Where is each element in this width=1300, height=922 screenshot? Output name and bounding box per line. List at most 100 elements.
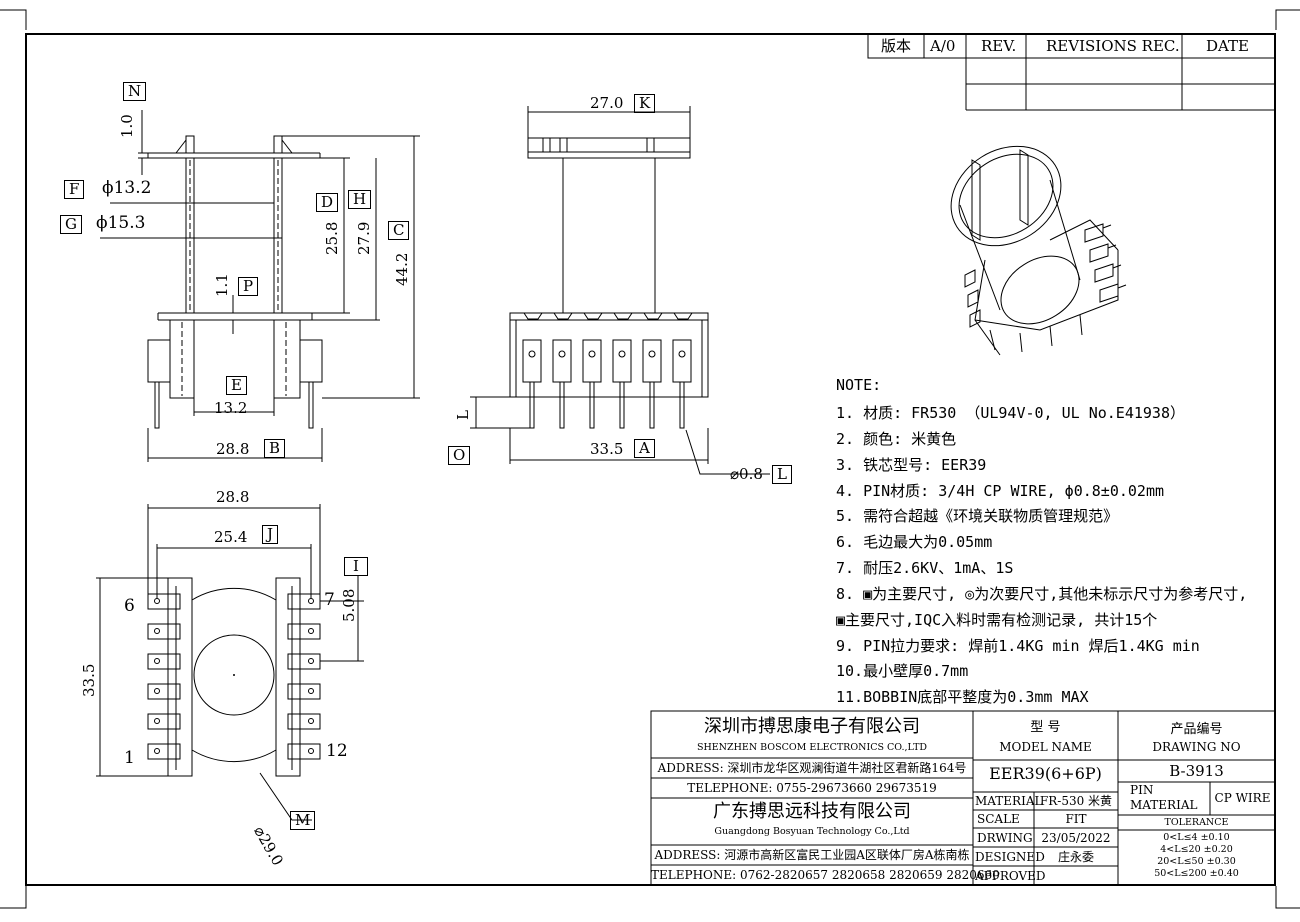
dim-label-o: O <box>448 446 471 465</box>
company1-telephone: TELEPHONE: 0755-29673660 29673519 <box>687 781 937 795</box>
dim-label-l-pin: L <box>454 410 472 420</box>
dim-label-b: B <box>264 439 286 458</box>
bottom-view-dimensions <box>96 504 364 821</box>
note-4: 4. PIN材质: 3/4H CP WIRE, ϕ0.8±0.02mm <box>836 482 1165 500</box>
material-label: MATERIAL <box>975 794 1043 808</box>
side-view <box>509 137 709 429</box>
isometric-view <box>950 145 1127 356</box>
note-10: 10.最小壁厚0.7mm <box>836 662 969 680</box>
dim-value-f: ϕ13.2 <box>102 178 152 198</box>
corner-mark-tr <box>1275 9 1300 30</box>
dim-value-j: 25.4 <box>214 528 248 546</box>
pin-label-7: 7 <box>324 590 335 610</box>
dim-value-i: 5.08 <box>340 588 358 622</box>
company1-name-en: SHENZHEN BOSCOM ELECTRONICS CO.,LTD <box>696 742 928 753</box>
corner-mark-br <box>1275 886 1300 909</box>
dim-label-a: A <box>634 439 655 458</box>
note-2: 2. 颜色: 米黄色 <box>836 430 957 448</box>
approved-label: APPROVED <box>975 869 1046 883</box>
version-label: 版本 <box>881 37 912 55</box>
company2-address: ADDRESS: 河源市高新区富民工业园A区联体厂房A栋南栋 <box>654 848 970 862</box>
drawing-value: B-3913 <box>1169 762 1224 780</box>
scale-value: FIT <box>1065 812 1087 826</box>
dim-label-i: I <box>344 557 368 576</box>
pin-material-label-line1: PIN <box>1130 783 1154 797</box>
dim-value-c: 44.2 <box>393 252 411 286</box>
dim-value-ld: ⌀0.8 <box>730 465 763 483</box>
company1-address: ADDRESS: 深圳市龙华区观澜街道牛湖社区君新路164号 <box>657 761 967 775</box>
company2-telephone: TELEPHONE: 0762-2820657 2820658 2820659 … <box>651 868 1000 882</box>
version-value: A/0 <box>930 37 956 55</box>
dim-label-m: M <box>290 811 316 830</box>
drwing-label: DRWING <box>977 831 1033 845</box>
note-7: 7. 耐压2.6KV、1mA、1S <box>836 559 1014 577</box>
note-5: 5. 需符合超越《环境关联物质管理规范》 <box>836 507 1119 525</box>
dim-value-top: 28.8 <box>216 488 250 506</box>
model-label-en: MODEL NAME <box>999 740 1092 754</box>
notes-header: NOTE: <box>836 376 882 394</box>
bottom-view-pins <box>147 593 321 760</box>
tolerance-label: TOLERANCE <box>1164 817 1229 828</box>
drwing-value: 23/05/2022 <box>1041 831 1111 845</box>
tolerance-row-2: 4<L≤20 ±0.20 <box>1160 844 1233 855</box>
model-value: EER39(6+6P) <box>989 764 1102 783</box>
company1-name-cn: 深圳市搏思康电子有限公司 <box>704 716 920 737</box>
designed-value: 庄永委 <box>1057 850 1094 864</box>
dim-label-e: E <box>226 376 247 395</box>
dim-value-p: 1.1 <box>213 273 231 297</box>
note-8-continued: ▣主要尺寸,IQC入料时需有检测记录, 共计15个 <box>836 611 1158 629</box>
company2-name-cn: 广东搏思远科技有限公司 <box>713 801 911 822</box>
corner-mark-tl <box>0 9 27 30</box>
model-label-cn: 型 号 <box>1030 720 1061 735</box>
dim-label-p: P <box>238 277 259 296</box>
bottom-view <box>167 577 301 777</box>
title-block-lines <box>650 710 1276 886</box>
dim-value-b: 28.8 <box>216 440 250 458</box>
note-1: 1. 材质: FR530 （UL94V-0, UL No.E41938） <box>836 404 1185 422</box>
dim-label-k: K <box>634 94 656 113</box>
dim-value-e: 13.2 <box>214 399 248 417</box>
center-mark <box>233 674 235 676</box>
note-9: 9. PIN拉力要求: 焊前1.4KG min 焊后1.4KG min <box>836 637 1200 655</box>
dim-value-a: 33.5 <box>590 440 624 458</box>
dim-value-k: 27.0 <box>590 94 624 112</box>
pin-material-label-line2: MATERIAL <box>1130 798 1198 812</box>
dim-value-h: 27.9 <box>355 221 373 255</box>
pin-label-6: 6 <box>124 596 135 616</box>
dim-value-g: ϕ15.3 <box>96 213 146 233</box>
pin-label-1: 1 <box>124 748 135 768</box>
dim-value-n: 1.0 <box>118 114 136 138</box>
side-view-pin-holes <box>528 350 686 358</box>
dim-value-d: 25.8 <box>323 221 341 255</box>
side-view-dimensions <box>470 106 770 475</box>
tolerance-row-4: 50<L≤200 ±0.40 <box>1154 868 1239 879</box>
note-3: 3. 铁芯型号: EER39 <box>836 456 987 474</box>
dim-label-n: N <box>123 82 147 101</box>
date-label: DATE <box>1206 37 1249 55</box>
drawing-label-cn: 产品编号 <box>1170 722 1223 737</box>
dim-label-h: H <box>348 190 372 209</box>
dim-label-c: C <box>388 221 410 240</box>
note-8: 8. ▣为主要尺寸, ◎为次要尺寸,其他未标示尺寸为参考尺寸, <box>836 585 1248 603</box>
dim-label-g: G <box>60 215 82 234</box>
tolerance-row-3: 20<L≤50 ±0.30 <box>1157 856 1236 867</box>
dim-label-ld: L <box>772 465 792 484</box>
dim-value-side: 33.5 <box>80 663 98 697</box>
dim-label-f: F <box>64 180 85 199</box>
rev-label: REV. <box>981 37 1017 55</box>
corner-mark-bl <box>0 886 27 909</box>
revision-table-lines <box>867 33 1276 111</box>
pin-label-12: 12 <box>326 741 348 761</box>
note-6: 6. 毛边最大为0.05mm <box>836 533 993 551</box>
drawing-label-en: DRAWING NO <box>1152 740 1241 754</box>
note-11: 11.BOBBIN底部平整度为0.3mm MAX <box>836 688 1089 706</box>
designed-label: DESIGNED <box>975 850 1045 864</box>
front-view-dimensions <box>100 110 420 462</box>
revisions-label: REVISIONS REC. <box>1046 37 1180 55</box>
dim-label-j: J <box>262 525 279 544</box>
scale-label: SCALE <box>977 812 1020 826</box>
dim-label-d: D <box>316 193 339 212</box>
company2-name-en: Guangdong Bosyuan Technology Co.,Ltd <box>714 826 910 837</box>
material-value: FR-530 米黄 <box>1039 794 1113 808</box>
